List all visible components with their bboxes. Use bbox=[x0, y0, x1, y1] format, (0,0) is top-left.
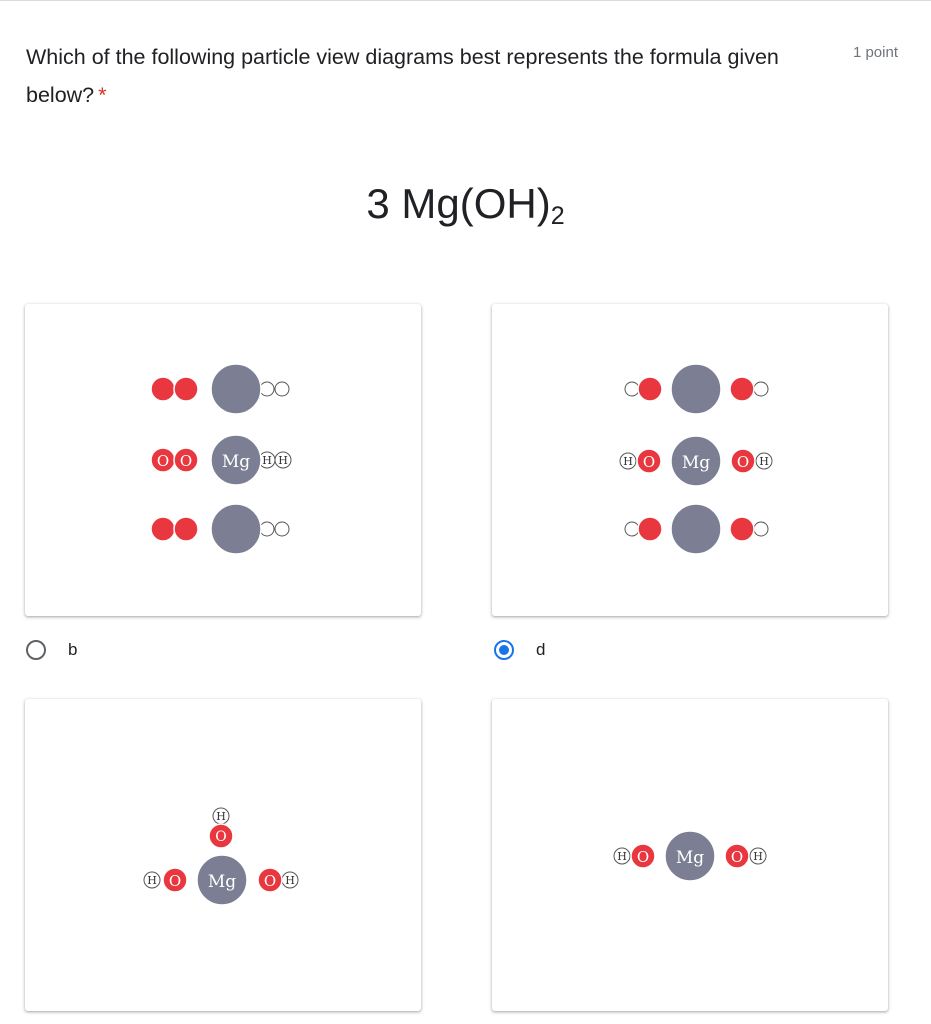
question-title: Which of the following particle view dia… bbox=[26, 38, 826, 114]
formula: 3 Mg(OH)2 bbox=[0, 180, 931, 231]
radio-b[interactable] bbox=[26, 640, 46, 660]
atom-label-mg: Mg bbox=[208, 872, 236, 892]
atom-label-o: O bbox=[180, 452, 192, 470]
radio-d[interactable] bbox=[494, 640, 514, 660]
molecule-d-3 bbox=[624, 503, 769, 555]
required-asterisk: * bbox=[98, 83, 107, 107]
atom-label-o: O bbox=[169, 872, 181, 890]
particle-diagram-d: H O Mg O H bbox=[619, 363, 773, 555]
atom-label-o: O bbox=[737, 453, 749, 471]
atom-label-h: H bbox=[759, 455, 769, 468]
option-b[interactable]: b bbox=[26, 640, 77, 660]
particle-diagram-b: O O Mg H H bbox=[150, 363, 292, 555]
card-border bbox=[0, 0, 931, 3]
molecule-d-1 bbox=[624, 363, 769, 415]
option-d-label: d bbox=[536, 640, 546, 659]
option-image-4[interactable]: H O Mg O H bbox=[492, 699, 888, 1011]
option-image-3[interactable]: H O H O Mg O H bbox=[25, 699, 421, 1011]
option-d-image[interactable]: H O Mg O H bbox=[492, 304, 888, 616]
atom-label-h: H bbox=[278, 454, 288, 467]
atom-label-mg: Mg bbox=[682, 453, 710, 473]
molecule-3: H O H O Mg O H bbox=[143, 807, 299, 906]
formula-main: 3 Mg(OH) bbox=[366, 180, 551, 227]
question-text: Which of the following particle view dia… bbox=[26, 45, 779, 107]
formula-subscript: 2 bbox=[550, 202, 565, 230]
molecule-d-2: H O Mg O H bbox=[619, 435, 773, 487]
atom-label-o: O bbox=[731, 848, 743, 866]
option-b-label: b bbox=[68, 640, 78, 659]
atom-label-mg: Mg bbox=[676, 848, 704, 868]
atom-label-o: O bbox=[215, 829, 226, 845]
particle-diagram-4: H O Mg O H bbox=[613, 830, 767, 882]
option-b-image[interactable]: O O Mg H H bbox=[25, 304, 421, 616]
option-d[interactable]: d bbox=[494, 640, 545, 660]
atom-label-h: H bbox=[623, 455, 633, 468]
atom-label-h: H bbox=[617, 850, 627, 863]
molecule-4: H O Mg O H bbox=[613, 830, 767, 882]
atom-label-h: H bbox=[216, 810, 226, 823]
points-label: 1 point bbox=[852, 44, 898, 61]
molecule-b-3 bbox=[150, 503, 290, 555]
molecule-b-2: O O Mg H H bbox=[150, 434, 292, 486]
atom-label-h: H bbox=[262, 454, 272, 467]
atom-label-o: O bbox=[643, 453, 655, 471]
particle-diagram-3: H O H O Mg O H bbox=[143, 807, 299, 906]
atom-label-h: H bbox=[753, 850, 763, 863]
atom-label-o: O bbox=[264, 872, 276, 890]
atom-label-h: H bbox=[147, 874, 157, 887]
atom-label-o: O bbox=[637, 848, 649, 866]
molecule-b-1 bbox=[150, 363, 290, 415]
atom-label-mg: Mg bbox=[222, 452, 250, 472]
atom-label-h: H bbox=[285, 874, 295, 887]
atom-label-o: O bbox=[157, 452, 169, 470]
